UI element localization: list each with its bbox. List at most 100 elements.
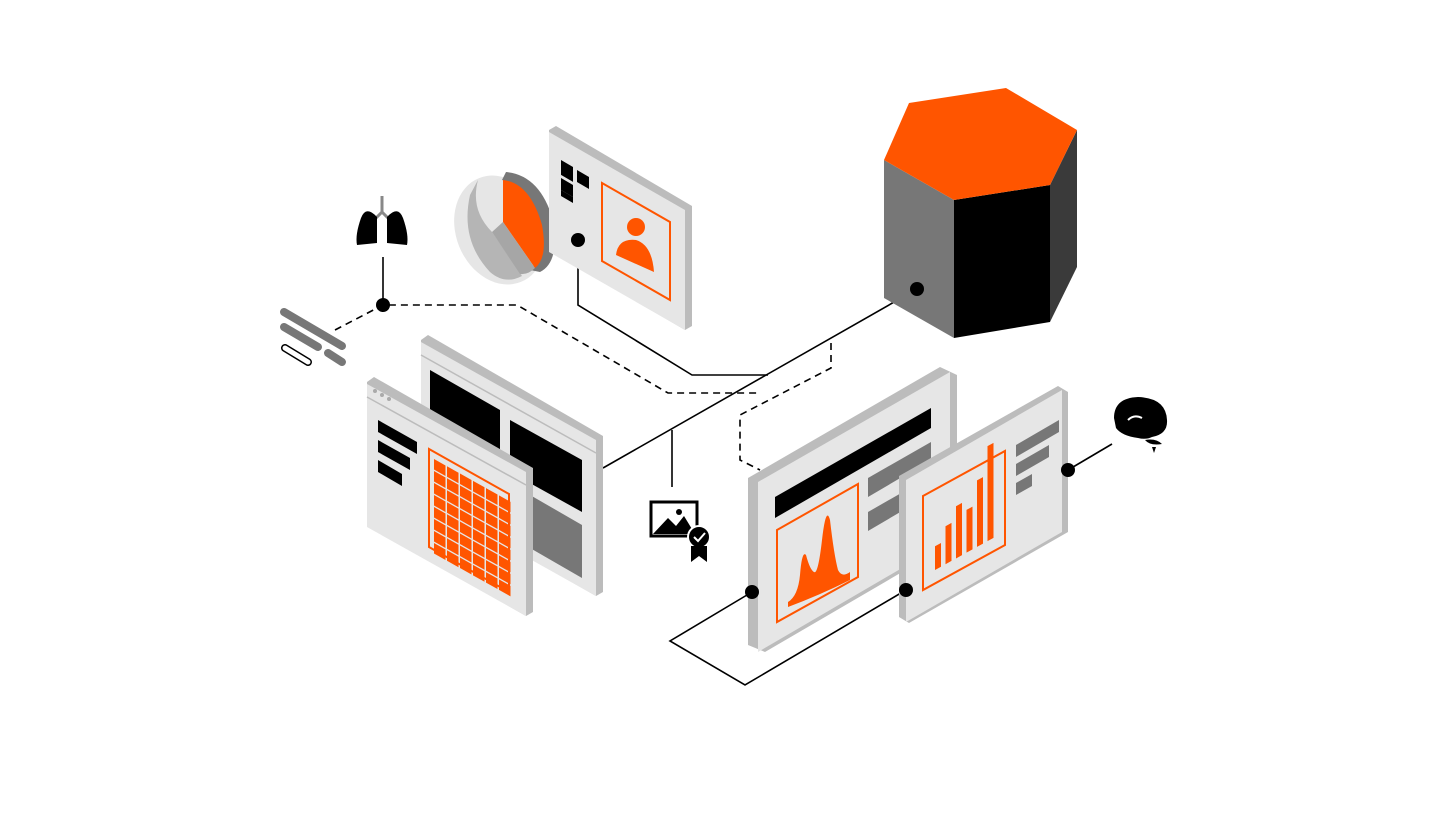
dashed-blood-link — [334, 304, 760, 394]
grid-cell — [486, 524, 498, 542]
badge-circle — [687, 525, 711, 549]
grid-text-line-2 — [378, 440, 410, 470]
blood-cell-3 — [324, 349, 346, 366]
grid-cell — [486, 572, 498, 590]
grid-text-line-3 — [378, 460, 402, 486]
grid-cell — [447, 526, 459, 544]
grid-cell — [447, 514, 459, 532]
prism-node — [910, 282, 924, 296]
bar-text-line-1 — [1016, 420, 1059, 457]
prism-left-face — [884, 160, 954, 338]
grid-cell — [434, 531, 446, 548]
lungs-left-lobe — [356, 211, 377, 245]
connector-lines — [334, 240, 1113, 686]
bar-marks — [935, 442, 994, 570]
certified-image-icon — [649, 500, 711, 562]
dist-gray-bar-1 — [868, 442, 931, 497]
blood-cell-1 — [280, 308, 346, 350]
bar-mark — [987, 442, 994, 542]
window-dot-3 — [387, 397, 391, 401]
lungs-icon — [356, 196, 408, 245]
bar-text-line-2 — [1016, 445, 1049, 476]
grid-cell — [499, 543, 511, 561]
profile-square-b — [577, 170, 589, 189]
blood-cell-4-inner — [282, 345, 311, 365]
grid-cell — [486, 488, 498, 506]
grid-cell — [460, 497, 472, 515]
window-dot-2 — [380, 393, 384, 397]
dashed-loop-line — [739, 343, 832, 471]
grid-cell — [460, 557, 472, 575]
grid-cell — [499, 495, 511, 513]
image-sun — [676, 509, 682, 515]
layout-block-gray — [530, 495, 582, 578]
profile-square-a — [561, 160, 573, 179]
grid-cell — [434, 483, 446, 500]
grid-text-line-1 — [378, 420, 417, 454]
profile-card-panel — [549, 126, 692, 330]
grid-cell — [460, 509, 472, 527]
grid-cell — [486, 536, 498, 554]
brain-stem — [1145, 439, 1162, 453]
grid-cell — [473, 552, 485, 570]
bar-mark — [977, 477, 983, 547]
lungs-node — [376, 298, 390, 312]
grid-cell — [447, 550, 459, 568]
grid-cell — [434, 543, 446, 560]
grid-cell — [486, 512, 498, 530]
profile-square-d — [561, 190, 573, 203]
grid-cell — [486, 500, 498, 518]
brain-node — [1061, 463, 1075, 477]
grid-cell — [447, 478, 459, 496]
grid-cell — [473, 564, 485, 582]
hexagonal-prism-icon — [884, 88, 1077, 338]
prism-top-face — [884, 88, 1077, 200]
grid-cell — [447, 502, 459, 520]
grid-cell — [447, 490, 459, 508]
prism-link-line — [602, 288, 918, 469]
profile-node — [571, 233, 585, 247]
blood-cell-2 — [280, 323, 322, 351]
grid-cell — [486, 548, 498, 566]
pie-orange-slice — [503, 180, 544, 268]
grid-cells — [434, 459, 511, 597]
layout-block-dark-b — [510, 420, 582, 512]
grid-cell — [499, 531, 511, 549]
profile-photo-frame — [601, 181, 671, 302]
grid-cell — [460, 473, 472, 491]
grid-cell — [434, 471, 446, 488]
badge-ribbon — [691, 546, 707, 562]
grid-cell — [434, 459, 446, 476]
dist-chart-frame — [776, 482, 859, 624]
bar-mark — [966, 506, 973, 553]
lungs-right-lobe — [387, 211, 408, 245]
grid-cell — [473, 528, 485, 546]
window-dot-1 — [373, 389, 377, 393]
prism-front-face — [954, 185, 1050, 338]
bar-mark — [935, 542, 941, 570]
bar-chart-node — [899, 583, 913, 597]
pie-gray-edge — [467, 180, 522, 280]
bar-mark — [945, 522, 952, 565]
grid-cell — [460, 521, 472, 539]
grid-cell — [473, 540, 485, 558]
layout-block-dark-a — [430, 370, 500, 455]
grid-cell — [499, 507, 511, 525]
profile-square-c — [561, 178, 573, 197]
profile-shoulders — [616, 239, 654, 272]
grid-cell — [434, 519, 446, 536]
grid-cell — [499, 519, 511, 537]
bar-chart-frame — [922, 449, 1006, 592]
grid-cell — [473, 504, 485, 522]
grid-cell — [499, 555, 511, 573]
grid-cell — [473, 480, 485, 498]
layout-panel-topbar — [420, 354, 597, 454]
pie-chart-icon — [454, 172, 555, 285]
grid-cell — [460, 533, 472, 551]
bar-chart-panel — [899, 386, 1068, 623]
distribution-node — [745, 585, 759, 599]
profile-link-line — [577, 240, 768, 376]
charts-link-line — [668, 589, 907, 686]
dist-title-bar — [775, 408, 931, 518]
